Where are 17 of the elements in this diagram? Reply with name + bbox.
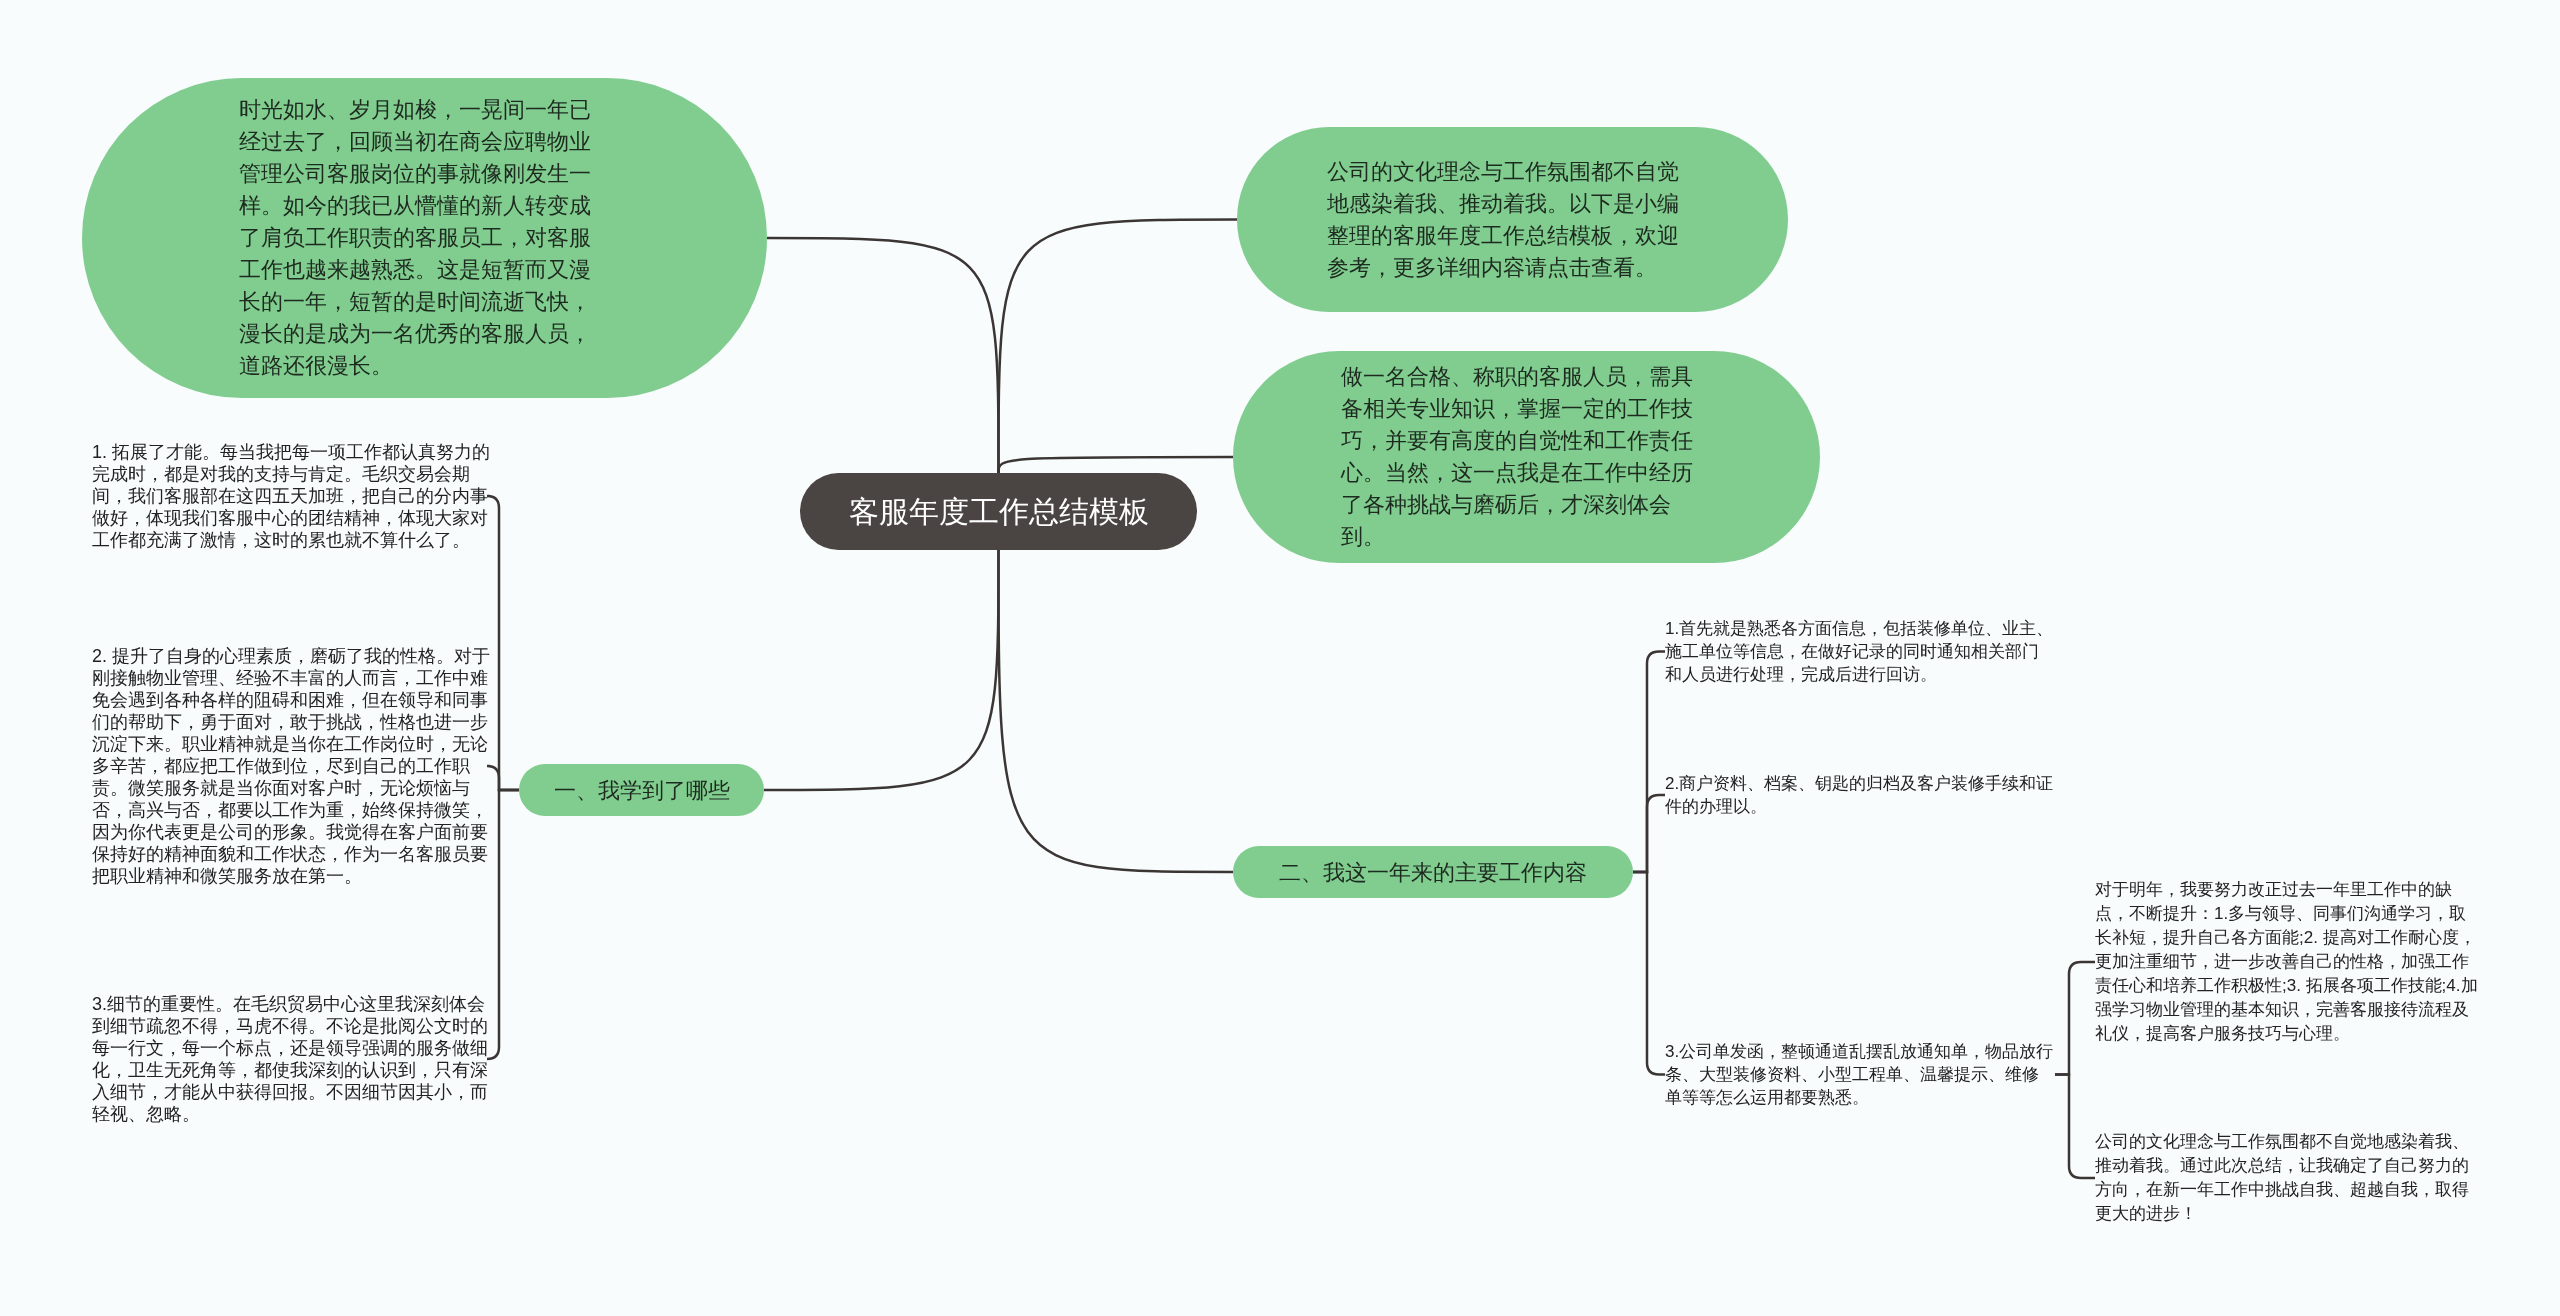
subtopic-text: 1. 拓展了才能。每当我把每一项工作都认真努力的完成时，都是对我的支持与肯定。毛织交易会期间，我们客服部在这四五天加班，把自己的分内事做好，体现我们客服中心的团结精神，体现大家对工作都充满了激情，这时的累也就不算什么了。	[92, 441, 490, 551]
connector-line	[485, 788, 519, 1061]
connector-line	[997, 455, 1233, 474]
topic-bubble: 时光如水、岁月如梭，一晃间一年已经过去了，回顾当初在商会应聘物业管理公司客服岗位的事就像刚发生一样。如今的我已从懵懂的新人转变成了肩负工作职责的客服员工，对客服工作也越来越熟悉。这是短暂而又漫长的一年，短暂的是时间流逝飞快，漫长的是成为一名优秀的客服人员，道路还很漫长。	[82, 78, 767, 398]
connector-line	[997, 550, 1233, 874]
branch-topic: 一、我学到了哪些	[519, 764, 764, 816]
subtopic-text: 1.首先就是熟悉各方面信息，包括装修单位、业主、施工单位等信息，在做好记录的同时通知相关部门和人员进行处理，完成后进行回访。	[1665, 617, 2055, 686]
subtopic-text: 公司的文化理念与工作氛围都不自觉地感染着我、推动着我。通过此次总结，让我确定了自己努力的方向，在新一年工作中挑战自我、超越自我，取得更大的进步！	[2095, 1130, 2480, 1226]
subtopic-text: 对于明年，我要努力改正过去一年里工作中的缺点，不断提升：1.多与领导、同事们沟通学习，取长补短，提升自己各方面能;2. 提高对工作耐心度，更加注重细节，进一步改善自己的性格，加强工作责任心和培养工作积极性;3. 拓展各项工作技能;4.加强学习物业管理的基本知识，完善客服接待流程及礼仪，提高客户服务技巧与心理。	[2095, 878, 2480, 1046]
branch-topic: 二、我这一年来的主要工作内容	[1233, 846, 1633, 898]
topic-bubble: 做一名合格、称职的客服人员，需具备相关专业知识，掌握一定的工作技巧，并要有高度的自觉性和工作责任心。当然，这一点我是在工作中经历了各种挑战与磨砺后，才深刻体会到。	[1233, 351, 1820, 563]
subtopic-text: 3.公司单发函，整顿通道乱摆乱放通知单，物品放行条、大型装修资料、小型工程单、温馨提示、维修单等等怎么运用都要熟悉。	[1665, 1040, 2055, 1109]
central-topic: 客服年度工作总结模板	[800, 473, 1197, 550]
subtopic-text: 2. 提升了自身的心理素质，磨砺了我的性格。对于刚接触物业管理、经验不丰富的人而言，工作中难免会遇到各种各样的阻碍和困难，但在领导和同事们的帮助下，勇于面对，敢于挑战，性格也进一步沉淀下来。职业精神就是当你在工作岗位时，无论多辛苦，都应把工作做到位，尽到自己的工作职责。微笑服务就是当你面对客户时，无论烦恼与否，高兴与否，都要以工作为重，始终保持微笑，因为你代表更是公司的形象。我觉得在客户面前要保持好的精神面貌和工作状态，作为一名客服员要把职业精神和微笑服务放在第一。	[92, 645, 490, 887]
topic-bubble: 公司的文化理念与工作氛围都不自觉地感染着我、推动着我。以下是小编整理的客服年度工作总结模板，欢迎参考，更多详细内容请点击查看。	[1237, 127, 1788, 312]
subtopic-text: 3.细节的重要性。在毛织贸易中心这里我深刻体会到细节疏忽不得，马虎不得。不论是批阅公文时的每一行文，每一个标点，还是领导强调的服务做细化，卫生无死角等，都使我深刻的认识到，只有深入细节，才能从中获得回报。不因细节因其小，而轻视、忽略。	[92, 993, 490, 1125]
subtopic-text: 2.商户资料、档案、钥匙的归档及客户装修手续和证件的办理以。	[1665, 772, 2055, 818]
